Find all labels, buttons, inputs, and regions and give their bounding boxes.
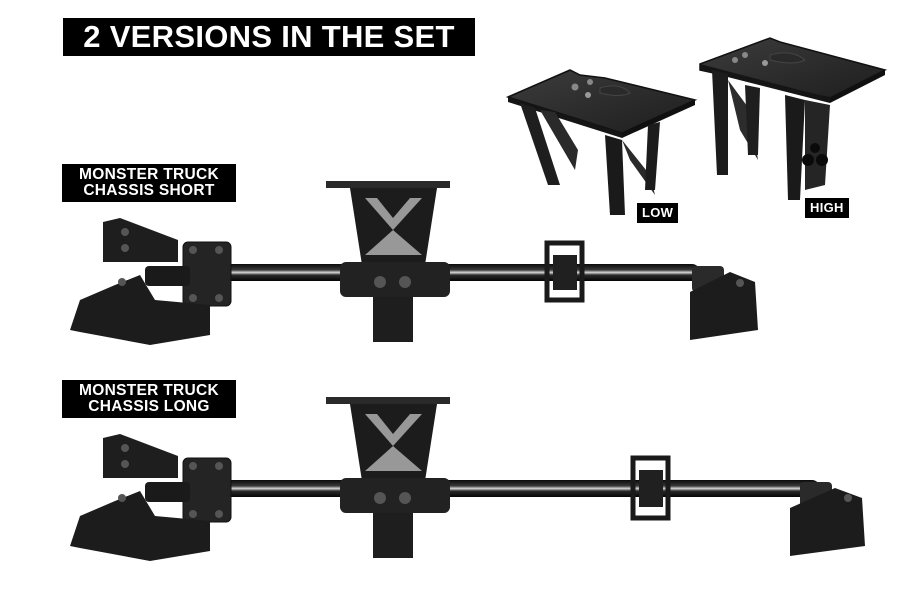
chassis-short-label: MONSTER TRUCK CHASSIS SHORT [62, 164, 236, 202]
chassis-long-label: MONSTER TRUCK CHASSIS LONG [62, 380, 236, 418]
chassis-short-label-line1: MONSTER TRUCK [79, 166, 219, 183]
low-mount-label: LOW [637, 203, 679, 223]
page-title: 2 VERSIONS IN THE SET [63, 18, 475, 56]
chassis-short-label-line2: CHASSIS SHORT [83, 182, 215, 200]
chassis-long-label-line2: CHASSIS LONG [88, 398, 210, 416]
chassis-long-image [70, 397, 865, 561]
low-mount-image [505, 69, 698, 215]
chassis-long-label-line1: MONSTER TRUCK [79, 382, 219, 399]
high-mount-label: HIGH [805, 198, 849, 218]
high-mount-image [699, 37, 888, 200]
chassis-short-image [70, 181, 758, 345]
